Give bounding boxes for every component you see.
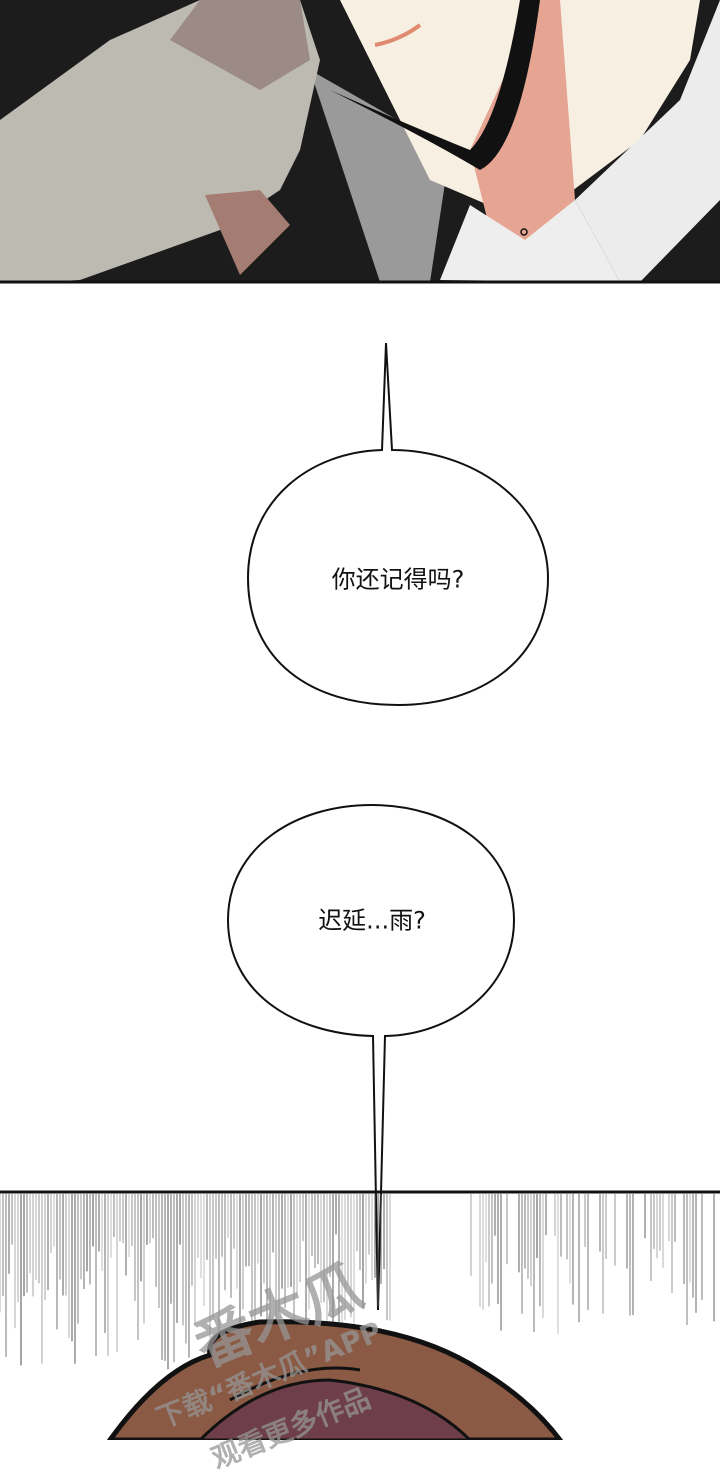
top-panel: [0, 0, 720, 284]
bottom-panel: [0, 1190, 720, 1440]
speech-bubble-2: [226, 803, 516, 1311]
bubble-1-text: 你还记得吗?: [331, 565, 465, 594]
speech-bubble-1: [246, 342, 550, 707]
bubble-2-text: 迟延...雨?: [318, 906, 426, 935]
comic-artwork: [0, 0, 720, 1440]
